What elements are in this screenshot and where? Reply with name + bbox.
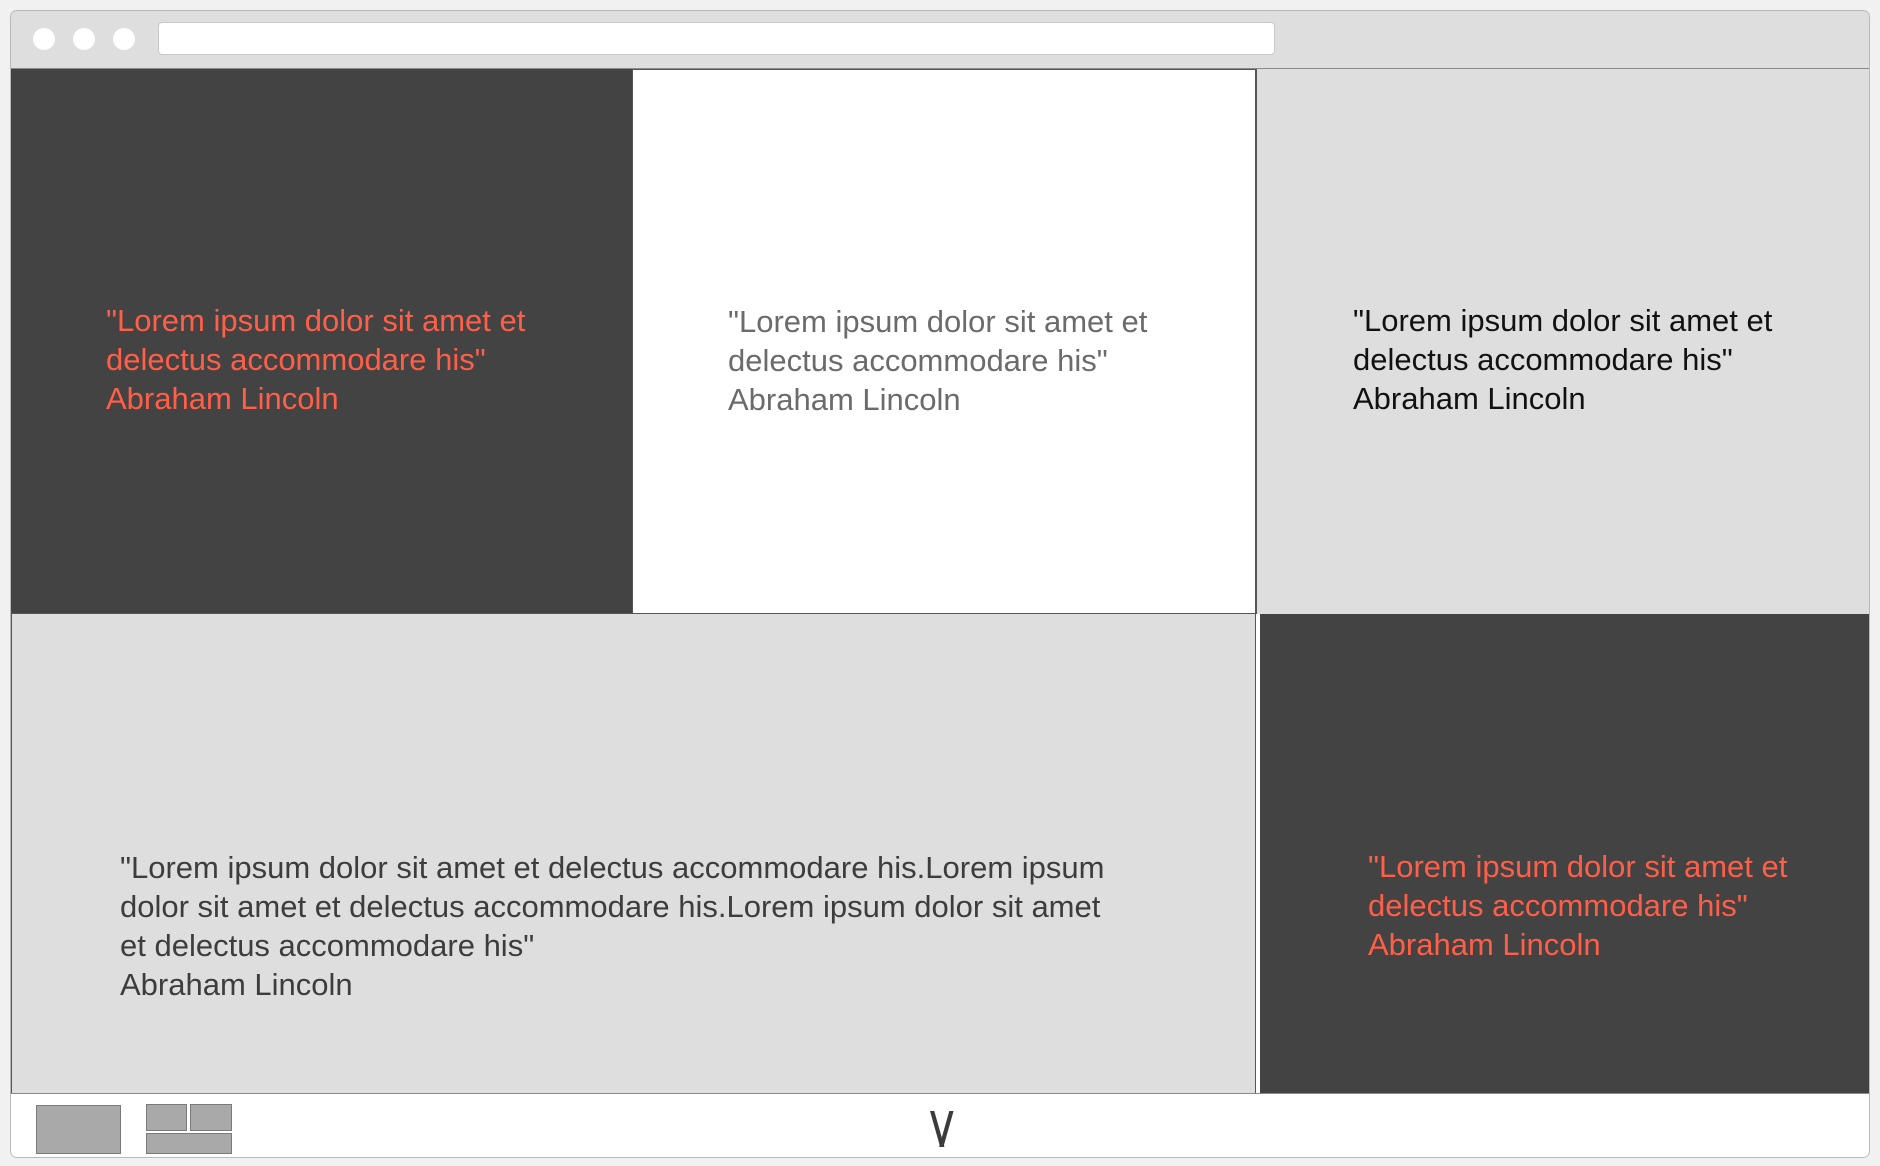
quote-text: "Lorem ipsum dolor sit amet et delectus … [120,850,1105,963]
quote-author: Abraham Lincoln [1353,381,1586,416]
browser-window: "Lorem ipsum dolor sit amet et delectus … [10,10,1870,1158]
quote-text: "Lorem ipsum dolor sit amet et delectus … [106,303,526,377]
quote-text: "Lorem ipsum dolor sit amet et delectus … [728,304,1148,378]
quote-tile-4: "Lorem ipsum dolor sit amet et delectus … [11,613,1256,1094]
single-layout-icon[interactable] [36,1105,121,1154]
maximize-window-dot[interactable] [113,28,135,50]
quote-tile-1: "Lorem ipsum dolor sit amet et delectus … [11,69,632,614]
quote-text: "Lorem ipsum dolor sit amet et delectus … [1368,849,1788,923]
address-bar[interactable] [158,22,1275,55]
quote-author: Abraham Lincoln [106,381,339,416]
quote-author: Abraham Lincoln [120,967,353,1002]
footer-toolbar: \/ [11,1093,1869,1157]
quote-tile-3: "Lorem ipsum dolor sit amet et delectus … [1256,69,1869,614]
close-window-dot[interactable] [33,28,55,50]
quote-author: Abraham Lincoln [728,382,961,417]
quote-tile-5: "Lorem ipsum dolor sit amet et delectus … [1256,614,1869,1094]
quote-tile-2: "Lorem ipsum dolor sit amet et delectus … [632,69,1256,614]
quote-author: Abraham Lincoln [1368,927,1601,962]
title-bar [11,11,1869,68]
page-viewport: "Lorem ipsum dolor sit amet et delectus … [11,68,1869,1094]
logo-icon: \/ [930,1103,954,1154]
grid-layout-icon[interactable] [146,1104,232,1154]
minimize-window-dot[interactable] [73,28,95,50]
quote-text: "Lorem ipsum dolor sit amet et delectus … [1353,303,1773,377]
